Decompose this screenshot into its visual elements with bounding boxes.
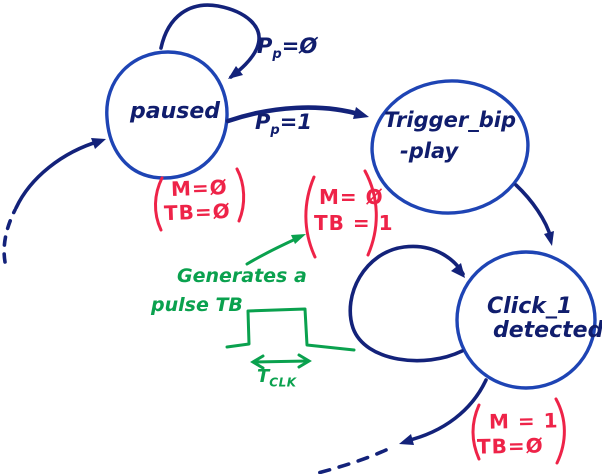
click1-self-loop-arrowhead-icon [451, 263, 465, 278]
condition-sub: p [270, 123, 280, 139]
note-line1: Generates a [177, 265, 307, 287]
output-trigger-parens [304, 169, 378, 259]
note-arrow [245, 235, 302, 266]
condition-pp1-label: Pp=1 [255, 110, 312, 139]
transition-paused-to-trigger [225, 105, 365, 124]
tclk-arrowhead-right-icon [297, 353, 312, 369]
state-trigger-ellipse [370, 79, 530, 215]
state-paused-circle [105, 50, 229, 180]
tclk-base: T [257, 366, 270, 387]
tclk-label: TCLK [257, 368, 297, 389]
paren-open-icon [304, 175, 317, 259]
exit-arrow-dashed-tail [316, 448, 388, 474]
condition-pp0-label: Pp=Ø [257, 34, 318, 63]
paren-open-icon [471, 403, 481, 461]
note-arrowhead-icon [291, 234, 306, 244]
state-trigger-label-line2: -play [400, 139, 459, 163]
paused-self-loop [159, 3, 261, 79]
tclk-sub: CLK [269, 375, 297, 390]
output-click1-line1: M = 1 [488, 408, 559, 434]
paren-open-icon [154, 176, 164, 232]
output-trigger-line1: M= Ø [319, 185, 384, 209]
trigger-to-click1-arrowhead-icon [544, 231, 554, 246]
output-click1-parens [471, 397, 566, 465]
exit-arrowhead-icon [399, 434, 414, 445]
tclk-arrowhead-left-icon [250, 354, 265, 370]
paren-close-icon [235, 167, 246, 223]
state-click1-circle [455, 250, 597, 390]
output-paused-line1: M=Ø [170, 175, 229, 201]
output-paused-line2: TB=Ø [163, 198, 232, 226]
transition-trigger-to-click1 [514, 183, 553, 240]
note-line2: pulse TB [151, 294, 243, 316]
output-trigger-line2: TB = 1 [314, 211, 394, 235]
state-click1-label-line1: Click_1 [487, 294, 573, 319]
state-trigger-label-line1: Trigger_bip [384, 108, 516, 132]
entry-arrow [14, 139, 102, 210]
paren-close-icon [554, 397, 566, 465]
click1-self-loop [348, 244, 465, 363]
state-click1-label-line2: detected [493, 318, 602, 343]
pulse-waveform [225, 307, 356, 352]
output-click1-line2: TB=Ø [476, 433, 544, 459]
condition-value: =1 [279, 110, 312, 134]
state-paused-label: paused [130, 99, 221, 124]
output-paused-parens [154, 167, 246, 232]
paren-close-icon [363, 169, 378, 257]
exit-arrow [404, 378, 488, 443]
condition-base: P [255, 110, 271, 134]
paused-to-trigger-arrowhead-icon [353, 107, 369, 119]
paused-self-loop-arrowhead-icon [228, 66, 243, 79]
entry-arrow-dashed-tail [2, 208, 17, 264]
condition-base: P [257, 34, 273, 58]
condition-value: =Ø [281, 34, 318, 58]
condition-sub: p [272, 47, 282, 63]
entry-arrowhead-icon [91, 138, 106, 149]
tclk-span-arrow [252, 359, 310, 364]
